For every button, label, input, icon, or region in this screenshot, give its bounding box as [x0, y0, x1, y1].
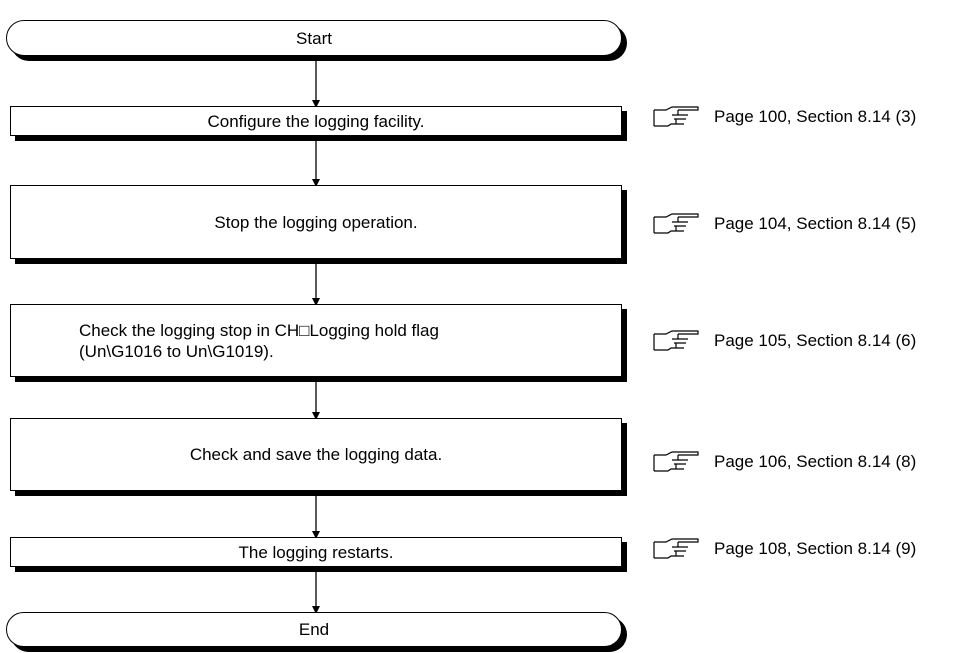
pointing-hand-icon — [652, 451, 714, 473]
start-terminal: Start — [6, 20, 622, 56]
step-label: Configure the logging facility. — [207, 111, 425, 131]
step-logging-restarts: The logging restarts. — [10, 537, 622, 567]
step-configure-logging: Configure the logging facility. — [10, 106, 622, 136]
reference-text: Page 108, Section 8.14 (9) — [714, 539, 917, 558]
step-label-line1: Check the logging stop in CH□Logging hol… — [79, 320, 439, 340]
reference-text: Page 104, Section 8.14 (5) — [714, 214, 917, 233]
reference-text: Page 105, Section 8.14 (6) — [714, 331, 917, 350]
end-label: End — [298, 620, 330, 639]
step-label: The logging restarts. — [238, 542, 394, 562]
step-label-line2: (Un\G1016 to Un\G1019). — [79, 341, 274, 361]
reference-step4[interactable]: Page 106, Section 8.14 (8) — [652, 450, 916, 474]
pointing-hand-icon — [652, 213, 714, 235]
reference-step5[interactable]: Page 108, Section 8.14 (9) — [652, 537, 916, 561]
step-stop-logging: Stop the logging operation. — [10, 185, 622, 259]
step-label: Check the logging stop in CH□Logging hol… — [11, 320, 621, 362]
reference-step3[interactable]: Page 105, Section 8.14 (6) — [652, 329, 916, 353]
step-label: Stop the logging operation. — [214, 212, 418, 232]
reference-text: Page 106, Section 8.14 (8) — [714, 452, 917, 471]
reference-text: Page 100, Section 8.14 (3) — [714, 107, 917, 126]
pointing-hand-icon — [652, 106, 714, 128]
pointing-hand-icon — [652, 330, 714, 352]
reference-step2[interactable]: Page 104, Section 8.14 (5) — [652, 212, 916, 236]
start-label: Start — [296, 28, 332, 48]
step-check-save-data: Check and save the logging data. — [10, 418, 622, 491]
step-label: Check and save the logging data. — [189, 445, 443, 464]
pointing-hand-icon — [652, 538, 714, 560]
step-check-logging-stop: Check the logging stop in CH□Logging hol… — [10, 304, 622, 377]
end-terminal: End — [6, 612, 622, 647]
reference-step1[interactable]: Page 100, Section 8.14 (3) — [652, 105, 916, 129]
